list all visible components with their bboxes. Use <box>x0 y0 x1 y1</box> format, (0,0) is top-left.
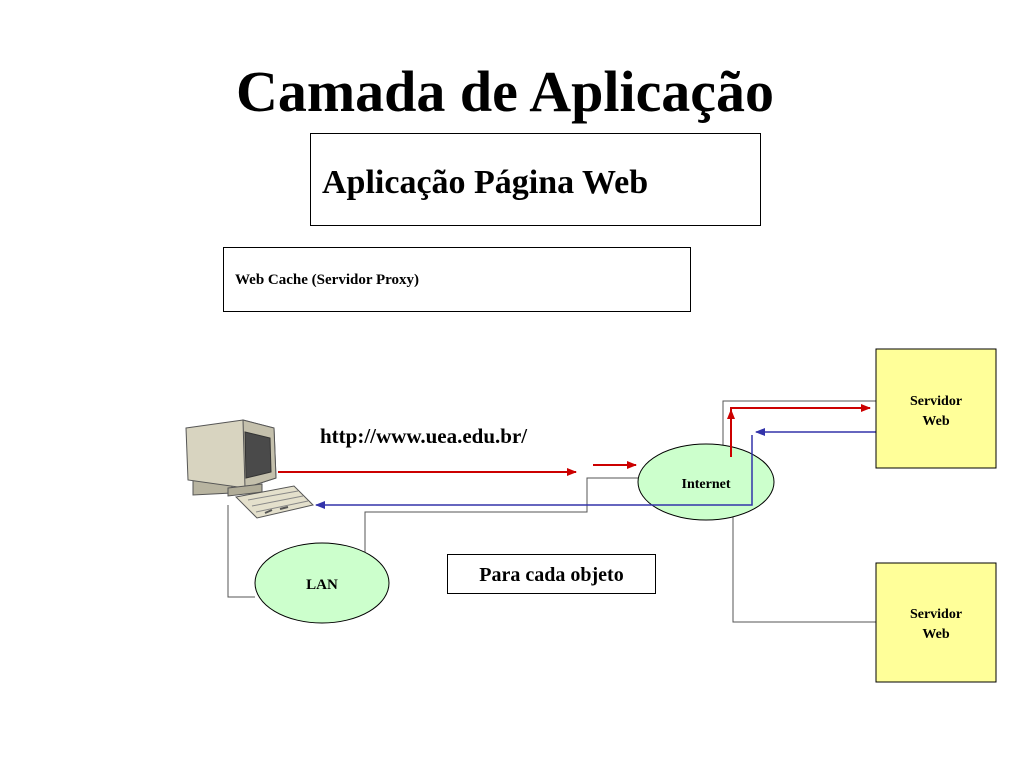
server-1-label-line2: Web <box>922 414 949 429</box>
application-box: Aplicação Página Web <box>310 133 761 226</box>
web-server-2: Servidor Web <box>875 562 997 683</box>
slide-title: Camada de Aplicação <box>235 59 775 124</box>
pc-to-lan-link <box>227 505 255 598</box>
application-box-label: Aplicação Página Web <box>322 164 649 201</box>
internet-label: Internet <box>682 477 731 492</box>
server-1-label-line1: Servidor <box>910 394 962 409</box>
server-2-label-line1: Servidor <box>910 607 962 622</box>
network-links <box>227 400 876 623</box>
response-arrow-to-pc <box>315 435 753 509</box>
lan-cloud: LAN <box>254 542 390 624</box>
proxy-cache-box-label: Web Cache (Servidor Proxy) <box>235 272 420 288</box>
internet-cloud: Internet <box>637 443 775 521</box>
server-2-label-line2: Web <box>922 627 949 642</box>
web-server-1: Servidor Web <box>875 348 997 469</box>
proxy-cache-box: Web Cache (Servidor Proxy) <box>223 247 691 312</box>
lan-label: LAN <box>306 577 338 593</box>
computer-icon <box>185 419 314 519</box>
internet-to-server-1-link <box>722 400 876 458</box>
internet-to-server-2-link <box>732 510 876 623</box>
request-url: http://www.uea.edu.br/ <box>320 424 528 448</box>
lan-to-internet-link <box>364 477 640 555</box>
per-object-box: Para cada objeto <box>447 554 656 594</box>
